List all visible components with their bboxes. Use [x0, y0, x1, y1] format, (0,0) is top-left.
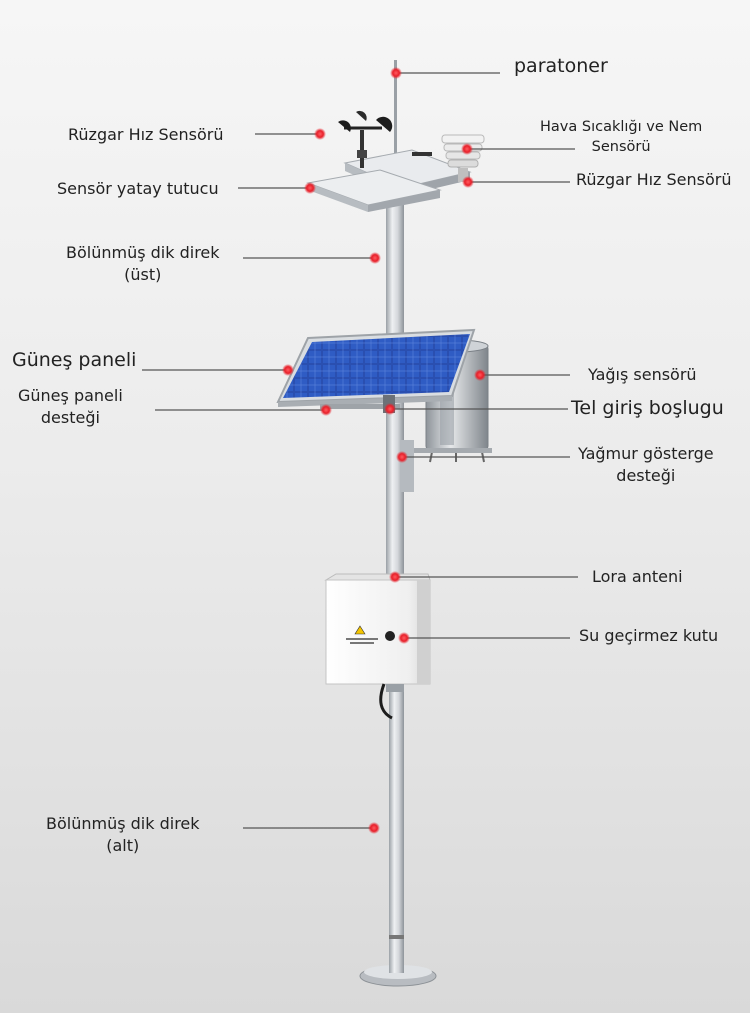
solar-panel: [276, 328, 476, 413]
wind-speed-sensor: [338, 110, 393, 168]
marker-panel-destek: [320, 404, 332, 416]
label-su-gecirmez: Su geçirmez kutu: [579, 626, 719, 645]
label-direk-ust: Bölünmüş dik direk (üst): [66, 243, 220, 284]
label-hava-sicaklik: Hava Sıcaklığı ve Nem Sensörü: [540, 119, 703, 155]
label-paratoner: paratoner: [514, 55, 608, 77]
label-yagmur-destek: Yağmur gösterge desteği: [578, 444, 714, 485]
label-yagis: Yağış sensörü: [588, 365, 697, 384]
leader-lines: [142, 72, 578, 829]
marker-yagis: [474, 369, 486, 381]
sensor-cross-holder: [306, 149, 472, 212]
marker-ruzgar-hiz-left: [314, 128, 326, 140]
station-illustration: [276, 60, 492, 987]
label-sensor-tutucu: Sensör yatay tutucu: [57, 179, 219, 198]
marker-paratoner: [390, 67, 402, 79]
label-ruzgar-hiz-right: Rüzgar Hız Sensörü: [576, 170, 732, 189]
marker-direk-alt: [368, 822, 380, 834]
waterproof-box: [324, 573, 431, 720]
marker-sensor-tutucu: [304, 182, 316, 194]
label-lora: Lora anteni: [592, 567, 683, 586]
temp-humidity-sensor: [412, 134, 485, 182]
lower-pole: [389, 690, 404, 973]
marker-lora: [389, 571, 401, 583]
label-ruzgar-hiz-left: Rüzgar Hız Sensörü: [68, 125, 224, 144]
markers: [282, 67, 486, 834]
marker-direk-ust: [369, 252, 381, 264]
label-direk-alt: Bölünmüş dik direk (alt): [46, 814, 200, 855]
label-panel-destek: Güneş paneli desteği: [18, 386, 123, 427]
marker-yagmur-destek: [396, 451, 408, 463]
marker-hava-sicaklik: [461, 143, 473, 155]
marker-su-gecirmez: [398, 632, 410, 644]
label-tel-giris: Tel giriş boşlugu: [571, 397, 724, 419]
marker-tel-giris: [384, 403, 396, 415]
marker-gunes-paneli: [282, 364, 294, 376]
label-gunes-paneli: Güneş paneli: [12, 349, 137, 371]
marker-ruzgar-hiz-right: [462, 176, 474, 188]
lightning-rod: [394, 60, 397, 170]
